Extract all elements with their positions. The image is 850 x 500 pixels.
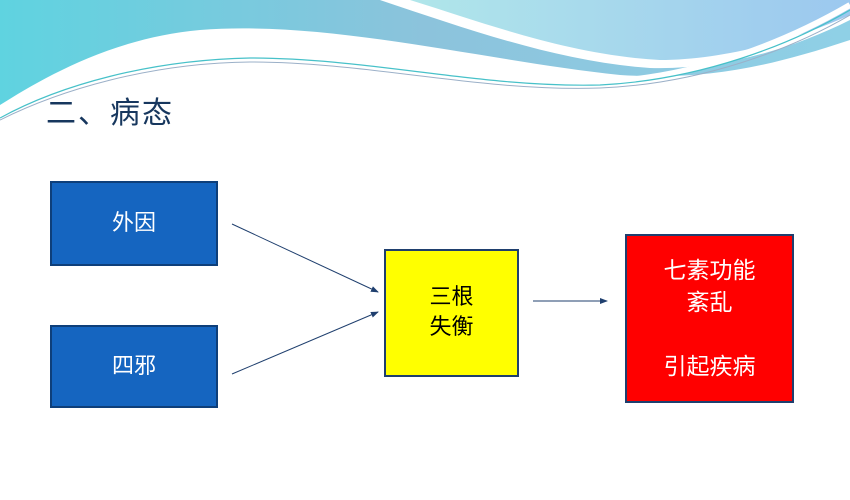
node-label-line3: 引起疾病 [663,353,756,380]
arrow-external-to-roots [231,223,379,293]
node-label-line1: 三根 [429,285,474,310]
node-label-line2: 失衡 [429,315,474,340]
node-result: 七素功能 紊乱 引起疾病 [625,234,794,403]
node-label-line1: 七素功能 [663,257,756,284]
arrow-evils-to-roots [231,311,379,375]
slide-title: 二、病态 [46,96,174,131]
node-external-cause: 外因 [50,181,218,266]
node-label-line2: 紊乱 [686,289,733,316]
node-label: 外因 [111,210,156,236]
node-label: 四邪 [111,353,156,379]
node-four-evils: 四邪 [50,325,218,408]
node-three-roots-imbalance: 三根 失衡 [384,249,519,377]
